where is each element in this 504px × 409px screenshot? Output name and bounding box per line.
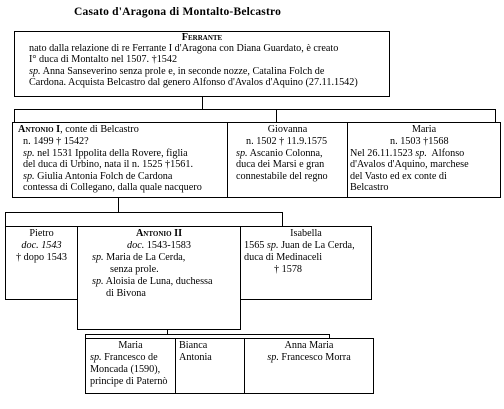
- antonio-i-line2: sp. nel 1531 Ippolita della Rovere, figl…: [23, 148, 188, 159]
- giovanna-box: Giovanna n. 1502 † 11.9.1575 sp. Ascanio…: [227, 122, 348, 198]
- connector: [85, 334, 330, 335]
- giovanna-name: Giovanna: [267, 124, 308, 135]
- connector: [329, 334, 330, 339]
- maria-line2: Nel 26.11.1523 sp. Alfonso: [350, 148, 465, 159]
- anna-maria-box: Anna Maria sp. Francesco Morra: [244, 338, 374, 394]
- maria-box: Maria n. 1503 †1568 Nel 26.11.1523 sp. A…: [347, 122, 501, 198]
- pietro-line1: doc. 1543: [21, 240, 62, 251]
- maria-line3: d'Avalos d'Aquino, marchese: [350, 159, 469, 170]
- page-title: Casato d'Aragona di Montalto-Belcastro: [74, 6, 282, 18]
- connector: [167, 329, 168, 334]
- antonio-i-line1: n. 1499 † 1542?: [23, 136, 89, 147]
- connector: [5, 212, 6, 227]
- antonio-ii-line1: doc. 1543-1583: [127, 240, 191, 251]
- bianca-box: Bianca Antonia: [175, 338, 245, 394]
- isabella-box: Isabella 1565 sp. Juan de La Cerda, duca…: [240, 226, 372, 300]
- connector: [118, 198, 119, 212]
- antonio-ii-line2: sp. Maria de La Cerda,: [92, 252, 186, 263]
- isabella-name: Isabella: [290, 228, 322, 239]
- antonio-ii-line3: senza prole.: [110, 264, 159, 275]
- antonio-i-line4: sp. Giulia Antonia Folch de Cardona: [23, 171, 173, 182]
- antonio-i-box: Antonio I, conte di Belcastro n. 1499 † …: [12, 122, 228, 198]
- maria-child-line3: principe di Paternò: [90, 376, 168, 387]
- ferrante-box: Ferrante nato dalla relazione di re Ferr…: [14, 31, 390, 97]
- antonio-ii-box: Antonio II doc. 1543-1583 sp. Maria de L…: [77, 226, 241, 330]
- connector: [276, 109, 277, 122]
- connector: [14, 109, 496, 110]
- maria-child-line1: sp. Francesco de: [90, 352, 158, 363]
- giovanna-line2: sp. Ascanio Colonna,: [236, 148, 323, 159]
- maria-child-box: Maria sp. Francesco de Moncada (1590), p…: [85, 338, 176, 394]
- antonio-ii-name: Antonio II: [135, 228, 183, 239]
- connector: [85, 334, 86, 339]
- giovanna-line3: duca dei Marsi e gran: [236, 159, 325, 170]
- ferrante-line4: Cardona. Acquista Belcastro dal genero A…: [29, 77, 358, 88]
- pietro-line2: † dopo 1543: [16, 252, 67, 263]
- bianca-name: Bianca: [179, 340, 208, 351]
- anna-maria-line1: sp. Francesco Morra: [267, 352, 351, 363]
- ferrante-line3: sp. Anna Sanseverino senza prole e, in s…: [29, 66, 325, 77]
- maria-child-name: Maria: [118, 340, 143, 351]
- antonio-i-heading: Antonio I, conte di Belcastro: [18, 124, 139, 135]
- pietro-box: Pietro doc. 1543 † dopo 1543: [5, 226, 78, 300]
- maria-name: Maria: [411, 124, 437, 135]
- pietro-name: Pietro: [29, 228, 54, 239]
- antonio-ii-line4: sp. Aloisia de Luna, duchessa: [92, 276, 213, 287]
- giovanna-line4: connestabile del regno: [236, 171, 328, 182]
- connector: [5, 212, 283, 213]
- giovanna-line1: n. 1502 † 11.9.1575: [246, 136, 328, 147]
- anna-maria-name: Anna Maria: [284, 340, 334, 351]
- antonio-ii-line5: di Bivona: [106, 288, 146, 299]
- maria-line5: Belcastro: [350, 182, 389, 193]
- ferrante-line2: I° duca di Montalto nel 1507. †1542: [29, 54, 178, 65]
- connector: [282, 212, 283, 227]
- isabella-line2: duca di Medinaceli: [244, 252, 323, 263]
- isabella-line3: † 1578: [274, 264, 303, 275]
- antonio-i-line5: contessa di Collegano, dalla quale nacqu…: [23, 182, 202, 193]
- connector: [14, 109, 15, 122]
- antonio-i-line3: del duca di Urbino, nata il n. 1525 †156…: [23, 159, 194, 170]
- ferrante-line1: nato dalla relazione di re Ferrante I d'…: [29, 43, 339, 54]
- isabella-line1: 1565 sp. Juan de La Cerda,: [244, 240, 355, 251]
- connector: [202, 97, 203, 109]
- maria-child-line2: Moncada (1590),: [90, 364, 161, 375]
- connector: [495, 109, 496, 122]
- maria-line1: n. 1503 †1568: [390, 136, 449, 147]
- maria-line4: del Vasto ed ex conte di: [350, 171, 447, 182]
- bianca-line1: Antonia: [179, 352, 212, 363]
- ferrante-name: Ferrante: [181, 32, 223, 43]
